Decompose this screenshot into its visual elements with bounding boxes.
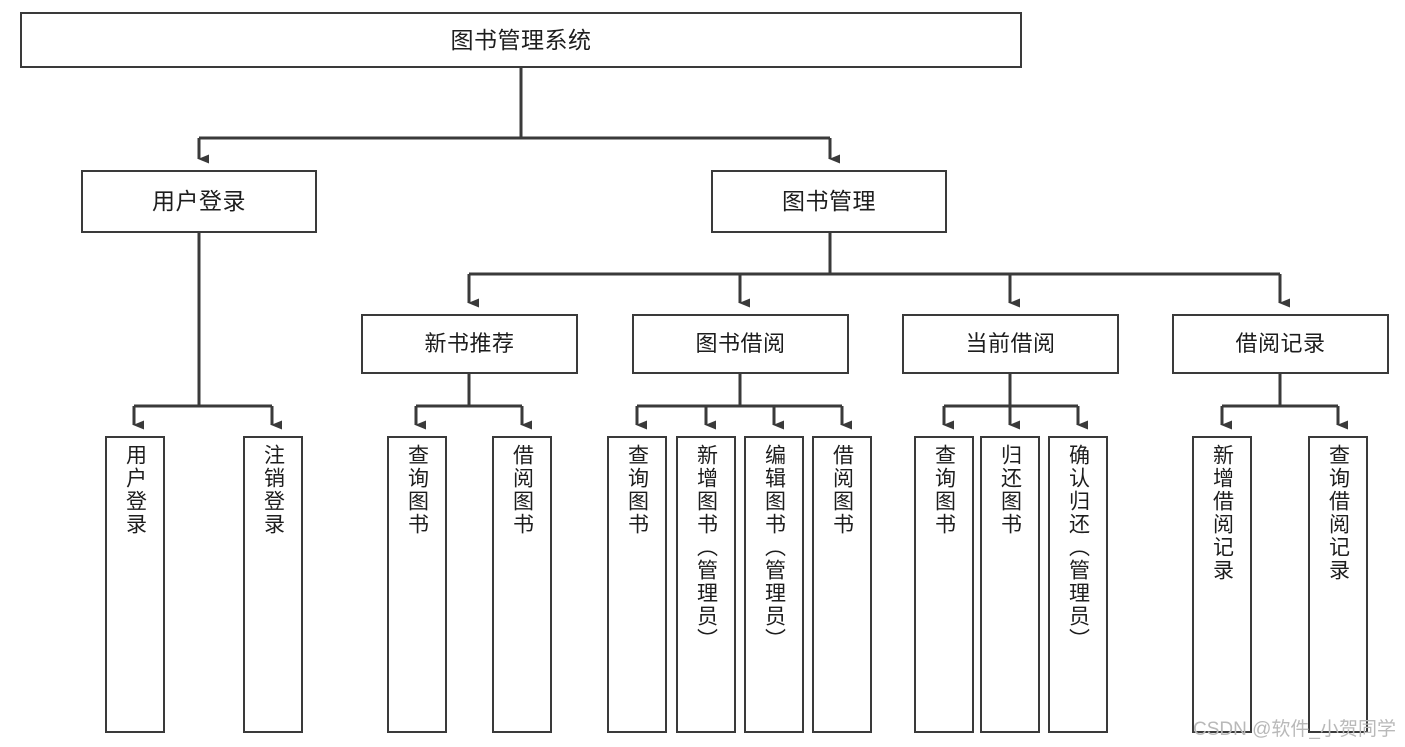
node-label: 编辑图书（管理员） — [762, 444, 786, 651]
node-new-book-recommendation[interactable]: 新书推荐 — [361, 314, 578, 374]
node-label: 新书推荐 — [424, 331, 515, 357]
node-label: 用户登录 — [152, 188, 246, 215]
leaf-new-books-query[interactable]: 查询图书 — [387, 436, 447, 733]
leaf-user-login-login[interactable]: 用户登录 — [105, 436, 165, 733]
leaf-borrow-records-add[interactable]: 新增借阅记录 — [1192, 436, 1252, 733]
node-label: 用户登录 — [123, 444, 147, 536]
node-label: 查询图书 — [405, 444, 429, 536]
node-label: 借阅记录 — [1235, 331, 1326, 357]
node-label: 当前借阅 — [965, 331, 1056, 357]
csdn-watermark: CSDN @软件_小贺同学 — [1193, 719, 1396, 740]
node-label: 查询图书 — [625, 444, 649, 536]
leaf-borrow-books-query[interactable]: 查询图书 — [607, 436, 667, 733]
node-label: 确认归还（管理员） — [1066, 444, 1090, 651]
node-label: 新增借阅记录 — [1210, 444, 1234, 582]
leaf-borrow-books-add[interactable]: 新增图书（管理员） — [676, 436, 736, 733]
node-book-management[interactable]: 图书管理 — [711, 170, 947, 233]
node-label: 新增图书（管理员） — [694, 444, 718, 651]
node-label: 归还图书 — [998, 444, 1022, 536]
leaf-current-borrow-query[interactable]: 查询图书 — [914, 436, 974, 733]
node-label: 查询借阅记录 — [1326, 444, 1350, 582]
node-user-login[interactable]: 用户登录 — [81, 170, 317, 233]
leaf-current-borrow-confirm-return[interactable]: 确认归还（管理员） — [1048, 436, 1108, 733]
node-label: 借阅图书 — [830, 444, 854, 536]
node-borrow-records[interactable]: 借阅记录 — [1172, 314, 1389, 374]
leaf-current-borrow-return[interactable]: 归还图书 — [980, 436, 1040, 733]
node-root-system[interactable]: 图书管理系统 — [20, 12, 1022, 68]
node-label: 图书管理 — [782, 188, 876, 215]
leaf-new-books-borrow[interactable]: 借阅图书 — [492, 436, 552, 733]
leaf-user-login-logout[interactable]: 注销登录 — [243, 436, 303, 733]
node-label: 注销登录 — [261, 444, 285, 536]
node-label: 图书管理系统 — [450, 26, 592, 53]
node-label: 查询图书 — [932, 444, 956, 536]
node-label: 借阅图书 — [510, 444, 534, 536]
node-current-borrowing[interactable]: 当前借阅 — [902, 314, 1119, 374]
leaf-borrow-records-query[interactable]: 查询借阅记录 — [1308, 436, 1368, 733]
leaf-borrow-books-borrow[interactable]: 借阅图书 — [812, 436, 872, 733]
node-book-borrowing[interactable]: 图书借阅 — [632, 314, 849, 374]
leaf-borrow-books-edit[interactable]: 编辑图书（管理员） — [744, 436, 804, 733]
node-label: 图书借阅 — [695, 331, 786, 357]
